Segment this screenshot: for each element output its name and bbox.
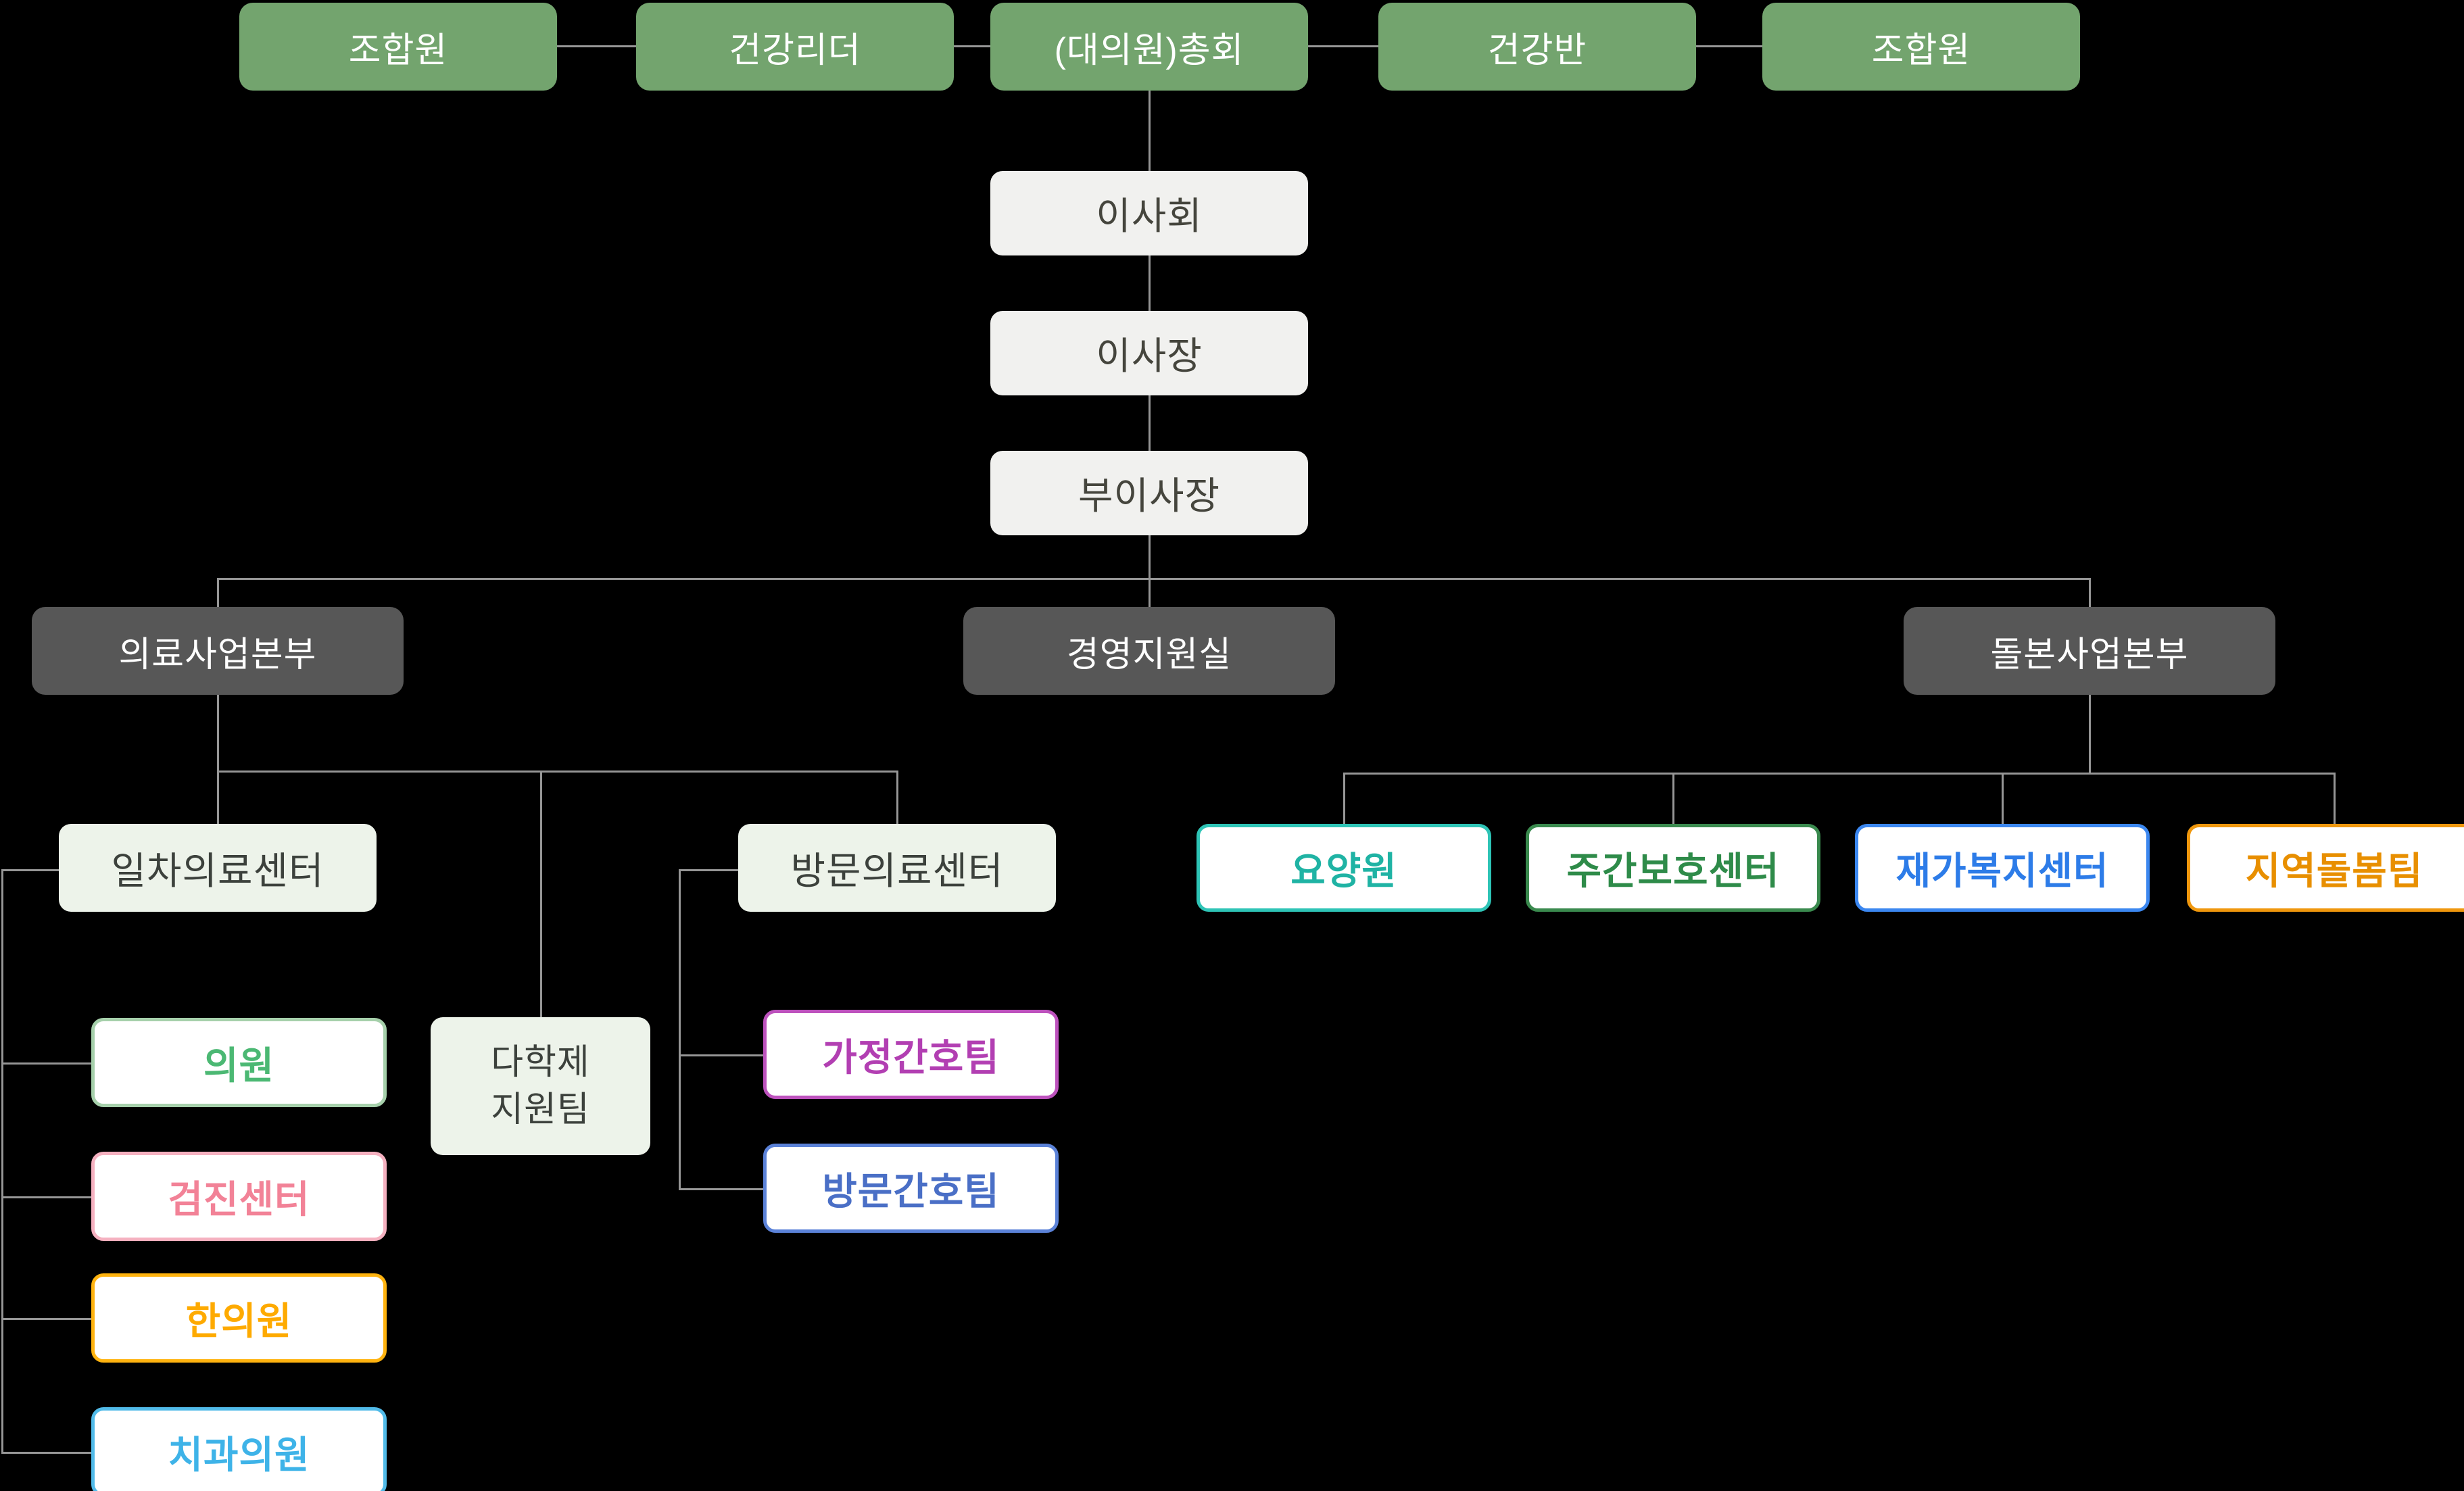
connector-line: [1, 1196, 91, 1198]
connector-line: [2334, 773, 2336, 824]
connector-line: [1, 869, 3, 1454]
node-visiting-care-center: 방문의료센터: [738, 824, 1056, 912]
node-screening-center: 검진센터: [91, 1152, 387, 1241]
node-board-of-directors: 이사회: [990, 171, 1308, 255]
connector-line: [2002, 773, 2004, 824]
connector-line: [1, 1062, 91, 1065]
connector-line: [217, 771, 219, 824]
node-health-leader: 건강리더: [636, 3, 954, 91]
connector-line: [1, 1318, 91, 1320]
connector-line: [1696, 45, 1762, 47]
node-home-welfare-center: 재가복지센터: [1855, 824, 2150, 912]
node-delegates-general-assembly: (대의원)총회: [990, 3, 1308, 91]
node-medical-business-hq: 의료사업본부: [32, 607, 404, 695]
connector-line: [1343, 773, 1345, 824]
connector-line: [1308, 45, 1378, 47]
node-health-group: 건강반: [1378, 3, 1696, 91]
node-nursing-home: 요양원: [1197, 824, 1491, 912]
node-chairman: 이사장: [990, 311, 1308, 395]
connector-line: [679, 1188, 763, 1190]
node-visiting-nursing-team: 방문간호팀: [763, 1144, 1059, 1233]
connector-line: [557, 45, 636, 47]
multidisciplinary-team-line1: 다학제: [491, 1042, 590, 1082]
connector-line: [1149, 535, 1151, 578]
multidisciplinary-team-line2: 지원팀: [491, 1090, 590, 1129]
connector-line: [954, 45, 990, 47]
connector-line: [1149, 255, 1151, 311]
node-member-2: 조합원: [1762, 3, 2080, 91]
node-home-nursing-team: 가정간호팀: [763, 1010, 1059, 1099]
connector-line: [540, 771, 542, 1017]
connector-line: [1149, 578, 1151, 607]
connector-line: [2089, 578, 2091, 607]
node-clinic: 의원: [91, 1018, 387, 1107]
connector-line: [1344, 773, 2334, 775]
connector-line: [218, 771, 897, 773]
node-multidisciplinary-support-team: 다학제 지원팀: [431, 1017, 650, 1155]
node-primary-care-center: 일차의료센터: [59, 824, 377, 912]
node-management-support-office: 경영지원실: [963, 607, 1335, 695]
connector-line: [217, 578, 219, 607]
connector-line: [218, 578, 2089, 580]
node-korean-medicine-clinic: 한의원: [91, 1273, 387, 1363]
connector-line: [2089, 695, 2091, 773]
node-care-business-hq: 돌본사업본부: [1904, 607, 2275, 695]
connector-line: [679, 869, 681, 1190]
node-daycare-center: 주간보호센터: [1526, 824, 1820, 912]
connector-line: [679, 869, 738, 871]
connector-line: [1, 1452, 91, 1454]
connector-line: [679, 1054, 763, 1056]
connector-line: [1672, 773, 1674, 824]
connector-line: [217, 695, 219, 771]
connector-line: [1149, 395, 1151, 451]
connector-line: [1149, 91, 1151, 171]
node-dental-clinic: 치과의원: [91, 1407, 387, 1491]
connector-line: [1, 869, 59, 871]
connector-line: [896, 771, 898, 824]
node-vice-chairman: 부이사장: [990, 451, 1308, 535]
node-community-care-team: 지역돌봄팀: [2187, 824, 2464, 912]
node-member-1: 조합원: [239, 3, 557, 91]
